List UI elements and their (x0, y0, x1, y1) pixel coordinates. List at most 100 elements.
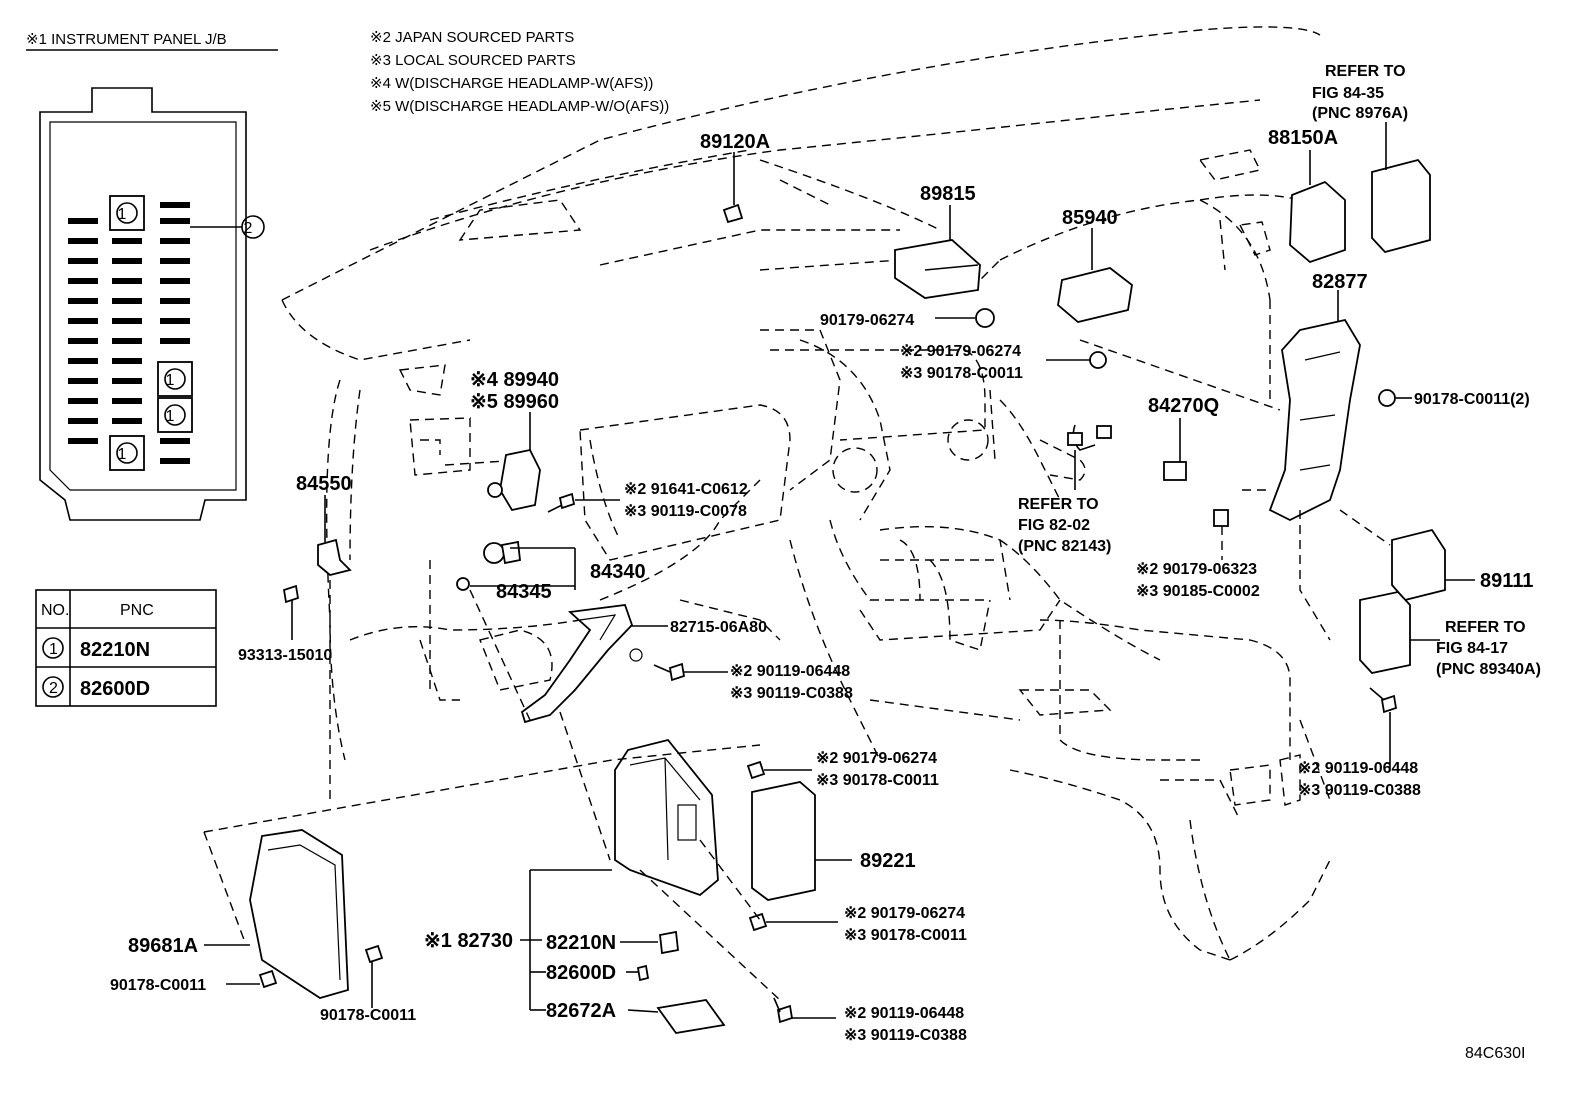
part-8976a-module (1371, 122, 1431, 254)
label-90179-06274: 90179-06274 (820, 312, 914, 329)
label-japan-90119-06448: ※2 90119-06448 (1298, 760, 1418, 777)
bolt-91641 (547, 492, 620, 513)
label-local-90119-c0388: ※3 90119-C0388 (1298, 782, 1421, 799)
label-84340: 84340 (590, 561, 646, 583)
note-wo-afs: ※5 W(DISCHARGE HEADLAMP-W/O(AFS)) (370, 98, 669, 115)
label-pnc-ref: (PNC 89340A) (1436, 661, 1541, 678)
label-85940: 85940 (1062, 207, 1118, 229)
bolt-90119-06448-a (653, 662, 728, 682)
label-local-90119-c0388: ※3 90119-C0388 (730, 685, 853, 702)
label-84550: 84550 (296, 473, 352, 495)
legend-row-pnc: 82600D (80, 678, 150, 700)
label-90178-c0011-2: 90178-C0011(2) (1414, 391, 1530, 408)
label-japan-90119-06448: ※2 90119-06448 (844, 1005, 964, 1022)
label-89681a: 89681A (128, 935, 198, 957)
label-82672a: 82672A (546, 1000, 616, 1022)
junction-box-drawing (39, 87, 265, 521)
part-82672a-cover (656, 999, 726, 1034)
legend-row-no: 2 (49, 680, 58, 697)
part-88150a (1289, 150, 1346, 264)
legend-row-no: 1 (49, 641, 58, 658)
label-89111: 89111 (1480, 570, 1533, 592)
nut-90179-06274-d (748, 912, 838, 932)
screw-93313 (282, 584, 300, 640)
label-89221: 89221 (860, 850, 916, 872)
label-japan-90179-06274: ※2 90179-06274 (816, 750, 937, 767)
label-japan-90179-06274: ※2 90179-06274 (844, 905, 965, 922)
part-89681a (204, 829, 349, 999)
nut-90179-06274-c (746, 760, 812, 780)
part-85940 (1057, 228, 1133, 323)
label-90178-c0011: 90178-C0011 (110, 977, 206, 994)
label-refer-to: REFER TO (1445, 619, 1526, 636)
part-89340a (1359, 591, 1440, 674)
label-local-90119-c0388: ※3 90119-C0388 (844, 1027, 967, 1044)
label-89815: 89815 (920, 183, 976, 205)
nut-90178-c0011-e (226, 969, 278, 989)
dashboard-outline (281, 26, 1331, 961)
label-82210n: 82210N (546, 932, 616, 954)
part-harness-82143 (1067, 424, 1112, 490)
label-refer-to: REFER TO (1325, 63, 1406, 80)
nut-90179-06274-b (1089, 351, 1107, 369)
jb-circle-label: 1 (118, 446, 127, 463)
label-88150a: 88150A (1268, 127, 1338, 149)
label-local-90178-c0011: ※3 90178-C0011 (900, 365, 1023, 382)
legend-header-no: NO. (41, 602, 69, 619)
legend-row-pnc: 82210N (80, 639, 150, 661)
part-84340-switch (483, 540, 576, 590)
label-japan-90179-06274: ※2 90179-06274 (900, 343, 1021, 360)
label-local-90185-c0002: ※3 90185-C0002 (1136, 583, 1260, 600)
label-89940: ※4 89940 (470, 369, 559, 391)
label-japan-90179-06323: ※2 90179-06323 (1136, 561, 1257, 578)
nut-90179-06274 (975, 308, 995, 328)
jb-circle-label: 1 (166, 372, 175, 389)
part-82600d-fuse (636, 964, 650, 982)
part-84270q (1163, 418, 1187, 481)
nut-90178-c0011-f (364, 944, 384, 1008)
label-fig-ref: FIG 82-02 (1018, 517, 1090, 534)
label-82730: ※1 82730 (424, 930, 513, 952)
note-instrument-panel-jb: ※1 INSTRUMENT PANEL J/B (26, 31, 227, 48)
part-82877-bracket (1268, 290, 1361, 522)
part-84345 (456, 577, 470, 591)
label-fig-ref: FIG 84-17 (1436, 640, 1508, 657)
label-84270q: 84270Q (1148, 395, 1219, 417)
jb-circle-label: 1 (166, 408, 175, 425)
label-refer-to: REFER TO (1018, 496, 1099, 513)
label-82877: 82877 (1312, 271, 1368, 293)
label-90178-c0011: 90178-C0011 (320, 1007, 416, 1024)
note-local-sourced: ※3 LOCAL SOURCED PARTS (370, 52, 576, 69)
label-local-90178-c0011: ※3 90178-C0011 (816, 772, 939, 789)
note-japan-sourced: ※2 JAPAN SOURCED PARTS (370, 29, 574, 46)
label-89120a: 89120A (700, 131, 770, 153)
part-89120a (722, 152, 744, 224)
label-japan-90119-06448: ※2 90119-06448 (730, 663, 850, 680)
jb-circle-label: 1 (118, 206, 127, 223)
nut-90178-c0011-2 (1378, 389, 1396, 407)
part-89815 (894, 205, 981, 299)
part-82730-junction-block (614, 738, 719, 897)
label-local-90178-c0011: ※3 90178-C0011 (844, 927, 967, 944)
part-89940-sensor (487, 412, 541, 512)
bolt-90119-06448-b (1369, 687, 1398, 768)
callout-82730-bracket (520, 869, 659, 1013)
label-japan-91641: ※2 91641-C0612 (624, 481, 748, 498)
label-fig-ref: FIG 84-35 (1312, 85, 1384, 102)
label-82715-06a80: 82715-06A80 (670, 619, 767, 636)
legend-header-pnc: PNC (120, 602, 154, 619)
jb-circle-label: 2 (244, 220, 253, 237)
part-89221 (751, 781, 852, 901)
label-84345: 84345 (496, 581, 552, 603)
part-84550 (317, 495, 352, 576)
label-pnc-ref: (PNC 8976A) (1312, 105, 1408, 122)
bolt-90119-06448-c (773, 997, 836, 1024)
label-82600d: 82600D (546, 962, 616, 984)
legend-table (35, 589, 217, 707)
figure-id: 84C630I (1465, 1045, 1526, 1062)
leader-lines (203, 339, 1391, 1001)
label-local-90119-c0078: ※3 90119-C0078 (624, 503, 747, 520)
clip-90179-06323 (1213, 509, 1229, 527)
label-pnc-ref: (PNC 82143) (1018, 538, 1111, 555)
